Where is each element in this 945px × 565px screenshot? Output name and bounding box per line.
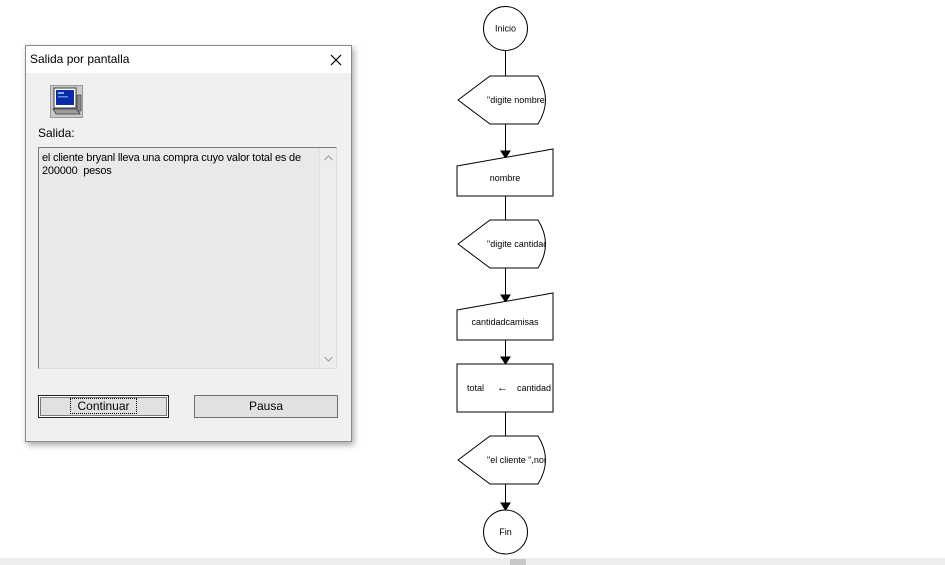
flowchart-start[interactable]: Inicio [483, 6, 528, 51]
flowchart-assign-process[interactable]: total ← cantidad [456, 363, 554, 413]
dialog-title: Salida por pantalla [30, 52, 130, 66]
output-prompt-qty-label: "digite cantidad [487, 239, 548, 249]
input-name-label: nombre [490, 173, 521, 183]
continue-button-label: Continuar [70, 398, 137, 414]
flowchart-end[interactable]: Fin [483, 509, 528, 555]
output-result-label: "el cliente ",nombre [487, 455, 564, 465]
flowchart-output-prompt-qty[interactable]: "digite cantidad [457, 219, 548, 269]
horizontal-scrollbar[interactable] [0, 558, 945, 565]
flowchart-input-name[interactable]: nombre [456, 148, 554, 197]
dialog-titlebar[interactable]: Salida por pantalla [26, 46, 351, 73]
end-label: Fin [499, 527, 512, 537]
output-text: el cliente bryanl lleva una compra cuyo … [42, 152, 304, 177]
flowchart-input-qty[interactable]: cantidadcamisas [456, 292, 554, 341]
computer-icon [50, 85, 83, 118]
output-label: Salida: [38, 126, 75, 140]
start-label: Inicio [495, 24, 516, 34]
assign-arrow-icon: ← [497, 382, 508, 394]
input-qty-label: cantidadcamisas [471, 317, 539, 327]
chevron-up-icon [323, 154, 333, 160]
close-icon [330, 54, 342, 65]
horizontal-scrollbar-thumb[interactable] [510, 559, 526, 565]
close-button[interactable] [321, 46, 351, 73]
assign-expr-label: cantidad [517, 383, 551, 393]
output-dialog: Salida por pantalla Salida: el cliente b… [25, 45, 352, 442]
output-prompt-name-label: "digite nombre [487, 95, 545, 105]
output-vertical-scrollbar[interactable] [319, 148, 336, 368]
pause-button-label: Pausa [248, 399, 284, 413]
flowchart-output-prompt-name[interactable]: "digite nombre [457, 75, 546, 125]
flowchart-output-result[interactable]: "el cliente ",nombre [457, 435, 564, 485]
continue-button[interactable]: Continuar [38, 395, 169, 418]
scroll-down-button[interactable] [320, 350, 336, 367]
output-textarea[interactable]: el cliente bryanl lleva una compra cuyo … [38, 147, 337, 369]
chevron-down-icon [323, 356, 333, 362]
assign-target-label: total [467, 383, 484, 393]
scroll-up-button[interactable] [320, 149, 336, 166]
pause-button[interactable]: Pausa [194, 395, 338, 418]
